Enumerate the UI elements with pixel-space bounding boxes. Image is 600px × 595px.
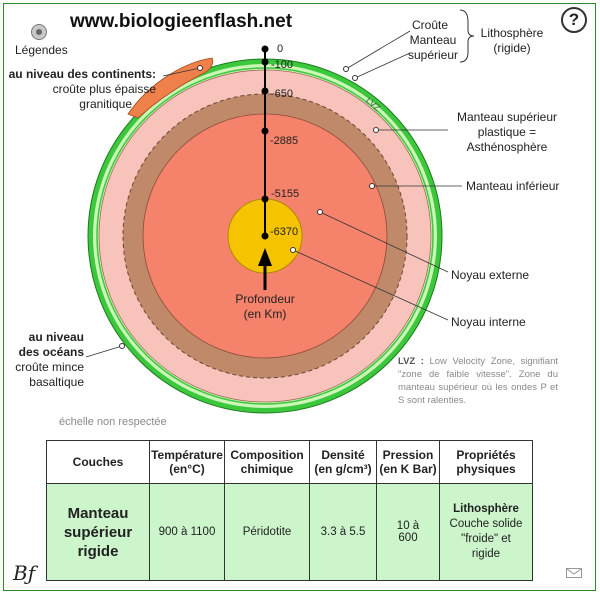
header-densite-line2: (en g/cm³) xyxy=(314,462,372,476)
pointer-dot-manteau-inf xyxy=(369,183,375,189)
header-pression-line2: (en K Bar) xyxy=(379,462,437,476)
depth-caption-line2: (en Km) xyxy=(243,307,287,321)
depth-marker-650 xyxy=(261,87,269,95)
depth-marker-0 xyxy=(261,45,269,53)
depth-marker-6370 xyxy=(261,232,269,240)
depth-marker-100 xyxy=(261,58,269,66)
header-couches: Couches xyxy=(46,440,150,484)
depth-marker-2885 xyxy=(261,127,269,135)
continent-note-line1: croûte plus épaisse xyxy=(52,82,156,96)
cell-proprietes-line3: rigide xyxy=(471,548,501,560)
earth-diagram xyxy=(85,9,475,414)
header-densite-line1: Densité xyxy=(321,448,365,462)
pointer-dot-noyau-externe xyxy=(317,209,323,215)
pointer-noyau-externe xyxy=(319,211,449,273)
header-couches-text: Couches xyxy=(72,455,124,469)
cell-densite: 3.3 à 5.5 xyxy=(309,483,377,581)
pointer-continent xyxy=(162,67,201,77)
pointer-dot-noyau-interne xyxy=(290,247,296,253)
header-temperature-line2: (en°C) xyxy=(169,462,205,476)
label-noyau-externe: Noyau externe xyxy=(451,268,530,282)
site-title[interactable]: www.biologieenflash.net xyxy=(70,11,293,32)
pointer-manteau-sup xyxy=(354,52,411,79)
header-composition-line2: chimique xyxy=(240,462,294,476)
cell-proprietes-line1: Couche solide xyxy=(449,518,523,530)
cell-pression-line1: 10 à xyxy=(396,520,420,532)
label-manteau-sup-line2: supérieur xyxy=(407,48,459,62)
help-button[interactable]: ? xyxy=(561,7,587,33)
lvz-note-term: LVZ : xyxy=(398,356,424,367)
pointer-dot-asthenosphere xyxy=(373,127,379,133)
cell-proprietes-line2: "froide" et xyxy=(461,533,511,545)
label-asthenosphere-line2: plastique = xyxy=(477,125,537,139)
lithosphere-brace xyxy=(459,9,475,63)
depth-marker-5155 xyxy=(261,195,269,203)
pointer-dot-croute xyxy=(343,66,349,72)
bf-logo[interactable]: Bƒ xyxy=(13,561,36,585)
ocean-note-title2: des océans xyxy=(18,345,84,359)
header-composition-line1: Composition xyxy=(230,448,304,462)
cell-pression-line2: 600 xyxy=(398,532,418,544)
pointer-dot-manteau-sup xyxy=(352,75,358,81)
ocean-note-line1: croûte mince xyxy=(15,360,84,374)
label-manteau-sup-line1: Manteau xyxy=(409,33,457,47)
depth-label-650: -650 xyxy=(271,88,294,100)
header-pression: Pression(en K Bar) xyxy=(376,440,440,484)
cell-temperature: 900 à 1100 xyxy=(149,483,225,581)
ocean-note-title1: au niveau xyxy=(28,330,84,344)
cell-couche-line2: supérieur xyxy=(63,523,133,541)
cell-couche-line3: rigide xyxy=(77,542,119,560)
cell-couche-line1: Manteau xyxy=(67,504,129,522)
page-frame xyxy=(3,3,596,591)
depth-label-5155: -5155 xyxy=(271,188,300,200)
lvz-note-text: Low Velocity Zone, signifiant "zone de f… xyxy=(398,356,559,406)
header-temperature: Température(en°C) xyxy=(149,440,225,484)
continent-note-line2: granitique xyxy=(79,97,132,111)
depth-caption-line1: Profondeur xyxy=(235,292,295,306)
pointer-ocean xyxy=(85,345,123,358)
label-noyau-interne: Noyau interne xyxy=(451,315,526,329)
continental-crust xyxy=(127,57,214,119)
header-temperature-line1: Température xyxy=(151,448,223,462)
label-lithosphere-line1: Lithosphère xyxy=(480,26,544,40)
label-asthenosphere-line1: Manteau supérieur xyxy=(456,110,558,124)
header-proprietes-line1: Propriétés xyxy=(456,448,516,462)
legend-button[interactable] xyxy=(31,24,47,40)
ocean-note-line2: basaltique xyxy=(29,375,84,389)
label-lithosphere-line2: (rigide) xyxy=(493,41,531,55)
depth-arrow-head xyxy=(258,248,272,266)
cell-proprietes-title: Lithosphère xyxy=(453,503,519,515)
header-proprietes-line2: physiques xyxy=(456,462,516,476)
pointer-dot-ocean xyxy=(119,343,125,349)
header-densite: Densité(en g/cm³) xyxy=(309,440,377,484)
mail-icon[interactable] xyxy=(566,568,582,578)
pointer-croute xyxy=(345,30,411,70)
label-asthenosphere-line3: Asthénosphère xyxy=(466,140,548,154)
pointer-dot-continent xyxy=(197,65,203,71)
mail-icon-glyph xyxy=(567,569,581,575)
continent-note-title: au niveau des continents: xyxy=(8,67,156,81)
depth-label-0: 0 xyxy=(277,43,284,55)
depth-label-6370: -6370 xyxy=(270,226,299,238)
legend-label: Légendes xyxy=(15,43,68,57)
label-manteau-inferieur: Manteau inférieur xyxy=(466,179,560,193)
lvz-note: LVZ : Low Velocity Zone, signifiant "zon… xyxy=(398,355,558,407)
header-pression-line1: Pression xyxy=(382,448,434,462)
scale-note: échelle non respectée xyxy=(59,416,167,428)
label-croute: Croûte xyxy=(412,18,449,32)
depth-label-100: -100 xyxy=(271,59,294,71)
depth-label-2885: -2885 xyxy=(270,135,299,147)
pointer-noyau-interne xyxy=(292,249,449,321)
cell-composition: Péridotite xyxy=(224,483,310,581)
